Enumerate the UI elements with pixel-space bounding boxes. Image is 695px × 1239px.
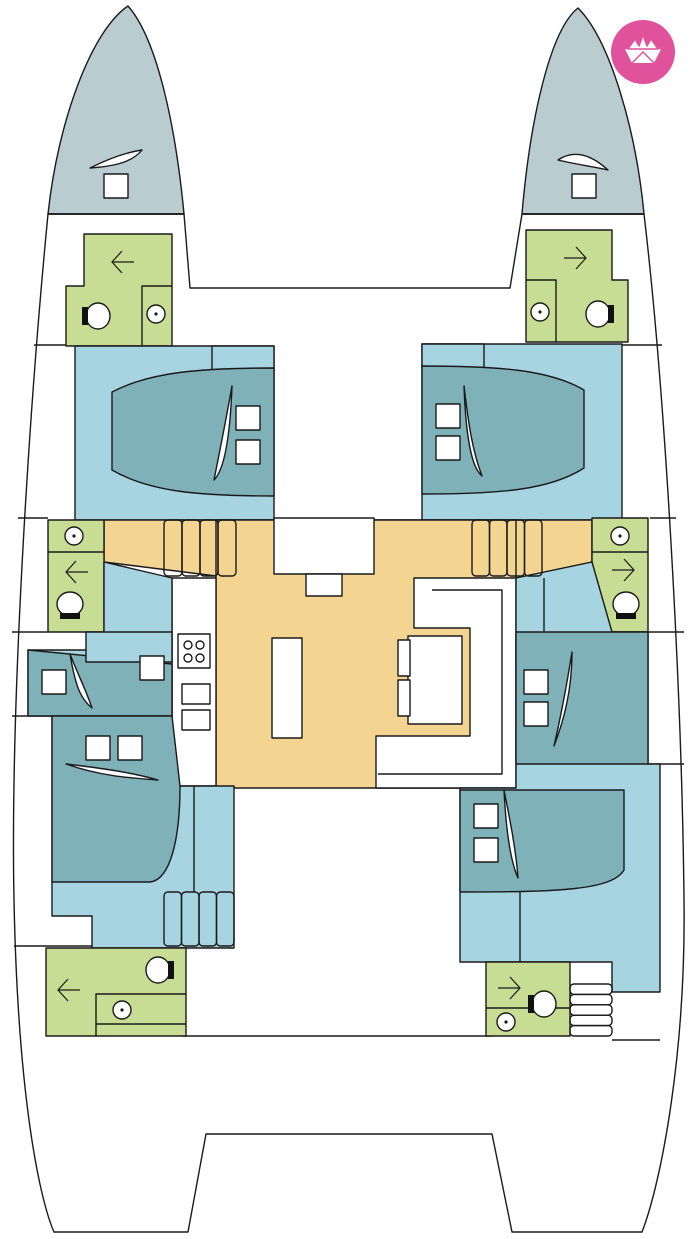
pillow-icon	[558, 154, 608, 170]
divider	[526, 280, 556, 342]
dinette-seat	[398, 680, 410, 716]
step	[525, 520, 543, 576]
starboard-forward-head	[526, 230, 628, 342]
sink-drain	[154, 312, 158, 316]
hatch-icon	[436, 404, 460, 428]
door-arrow-icon	[66, 561, 88, 583]
steps-icon	[164, 892, 234, 946]
toilet-icon	[146, 957, 170, 983]
hull-outline	[13, 214, 684, 1232]
port-aft-berth	[52, 716, 180, 882]
hatch-icon	[474, 804, 498, 828]
toilet-icon	[86, 303, 110, 329]
toilet-tank	[168, 961, 174, 979]
starboard-bow	[522, 8, 644, 214]
divider	[142, 286, 172, 346]
step	[570, 994, 612, 1004]
galley-sink	[182, 710, 210, 730]
settee-edge	[378, 590, 502, 774]
pillow-icon	[70, 654, 92, 708]
toilet-tank	[82, 307, 88, 325]
port-forward-locker	[212, 346, 274, 370]
hatch-icon	[572, 174, 596, 198]
burner	[184, 641, 192, 649]
hatch-icon	[140, 656, 164, 680]
hatch-icon	[104, 174, 128, 198]
galley-counter	[172, 578, 216, 786]
toilet-icon	[586, 301, 610, 327]
door-arrow-icon	[58, 979, 80, 1001]
sink-drain	[504, 1020, 508, 1024]
door-arrow-icon	[112, 251, 134, 273]
burner	[184, 654, 192, 662]
dinette-seat	[398, 640, 410, 676]
door-arrow-icon	[498, 977, 520, 999]
sink-drain	[120, 1008, 124, 1012]
port-forward-berth	[112, 368, 274, 496]
starboard-aft-settee	[516, 632, 648, 764]
starboard-forward-locker	[422, 344, 484, 368]
toilet-tank	[60, 613, 80, 619]
hatch-icon	[436, 436, 460, 460]
burner	[196, 641, 204, 649]
starboard-aft-berth	[460, 790, 624, 892]
hull-bulkheads	[12, 345, 684, 1040]
hatch-icon	[236, 406, 260, 430]
pillow-icon	[554, 652, 572, 746]
pillow-icon	[90, 150, 142, 168]
hatch-icon	[118, 736, 142, 760]
saloon-table	[272, 638, 302, 738]
stove-icon	[178, 634, 210, 668]
steps-icon	[570, 984, 612, 1036]
port-bow	[48, 6, 184, 214]
step	[570, 1026, 612, 1036]
saloon-hatch-box	[274, 518, 374, 574]
pillow-icon	[504, 790, 518, 878]
hatch-icon	[236, 440, 260, 464]
door-arrow-icon	[612, 559, 634, 581]
toilet-tank	[616, 613, 636, 619]
toilet-icon	[613, 592, 639, 616]
galley-sink	[182, 684, 210, 704]
paper-boat-icon	[611, 20, 675, 84]
step	[570, 1005, 612, 1015]
pillow-icon	[214, 386, 232, 480]
hatch-icon	[474, 838, 498, 862]
toilet-tank	[608, 305, 614, 323]
steps-icon	[472, 520, 542, 576]
hatch-icon	[86, 736, 110, 760]
hatch-icon	[42, 670, 66, 694]
divider	[520, 578, 544, 962]
sink-drain	[72, 534, 76, 538]
hatch-icon	[524, 670, 548, 694]
toilet-icon	[532, 991, 556, 1017]
door-arrow-icon	[564, 247, 586, 269]
starboard-forward-berth	[422, 366, 584, 494]
sink-drain	[618, 534, 622, 538]
sink-drain	[538, 310, 542, 314]
step	[570, 1015, 612, 1025]
divider	[96, 994, 186, 1036]
step	[570, 984, 612, 994]
burner	[196, 654, 204, 662]
toilet-tank	[528, 995, 534, 1013]
hatch-icon	[524, 702, 548, 726]
port-forward-head	[66, 234, 172, 346]
saloon-step-box	[306, 574, 342, 596]
toilet-icon	[57, 592, 83, 616]
dinette-table	[408, 636, 462, 724]
pillow-icon	[464, 386, 482, 476]
step	[217, 892, 235, 946]
pillow-icon	[66, 764, 158, 780]
step	[218, 520, 236, 576]
steps-icon	[164, 520, 236, 576]
